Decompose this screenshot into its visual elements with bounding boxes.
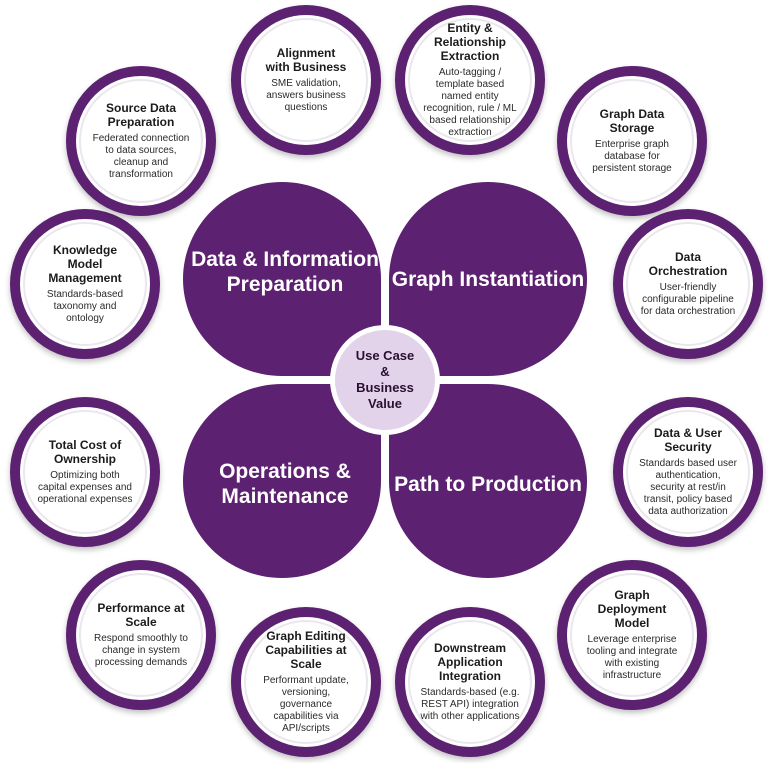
node-desc: Standards based user authentication, sec… xyxy=(639,458,737,517)
quadrant-label: Data & Information Preparation xyxy=(191,248,379,296)
node-title: Alignment with Business xyxy=(265,46,347,74)
center-label: Use Case & Business Value xyxy=(355,348,415,411)
node-desc: Respond smoothly to change in system pro… xyxy=(94,633,188,668)
node-desc: Federated connection to data sources, cl… xyxy=(92,133,190,180)
quadrant-label: Path to Production xyxy=(394,472,582,496)
node-desc: Standards-based (e.g. REST API) integrat… xyxy=(420,687,520,722)
node-title: Entity & Relationship Extraction xyxy=(433,21,506,63)
node-title: Graph Editing Capabilities at Scale xyxy=(265,629,347,671)
node-desc: Standards-based taxonomy and ontology xyxy=(46,289,124,324)
quadrant-label: Operations & Maintenance xyxy=(219,460,351,508)
node-desc: Optimizing both capital expenses and ope… xyxy=(37,470,133,505)
node-desc: SME validation, answers business questio… xyxy=(266,78,346,113)
node-title: Source Data Preparation xyxy=(105,101,177,129)
node-title: Total Cost of Ownership xyxy=(48,438,122,466)
node-title: Knowledge Model Management xyxy=(48,243,122,285)
node-desc: Performant update, versioning, governanc… xyxy=(263,675,349,734)
node-desc: Auto-tagging / template based named enti… xyxy=(423,67,517,138)
node-title: Performance at Scale xyxy=(97,601,185,629)
quadrant-data-information-preparation: Data & Information Preparation xyxy=(183,182,381,376)
node-title: Graph Data Storage xyxy=(599,107,665,135)
node-desc: User-friendly configurable pipeline for … xyxy=(640,282,736,317)
quadrant-graph-instantiation: Graph Instantiation xyxy=(389,182,587,376)
node-desc: Enterprise graph database for persistent… xyxy=(592,139,672,174)
node-title: Downstream Application Integration xyxy=(433,641,507,683)
node-title: Data Orchestration xyxy=(648,250,728,278)
center-hub: Use Case & Business Value xyxy=(335,330,435,430)
node-title: Graph Deployment Model xyxy=(597,588,667,630)
node-title: Data & User Security xyxy=(653,426,723,454)
quadrant-label: Graph Instantiation xyxy=(391,267,585,291)
node-desc: Leverage enterprise tooling and integrat… xyxy=(586,634,678,681)
